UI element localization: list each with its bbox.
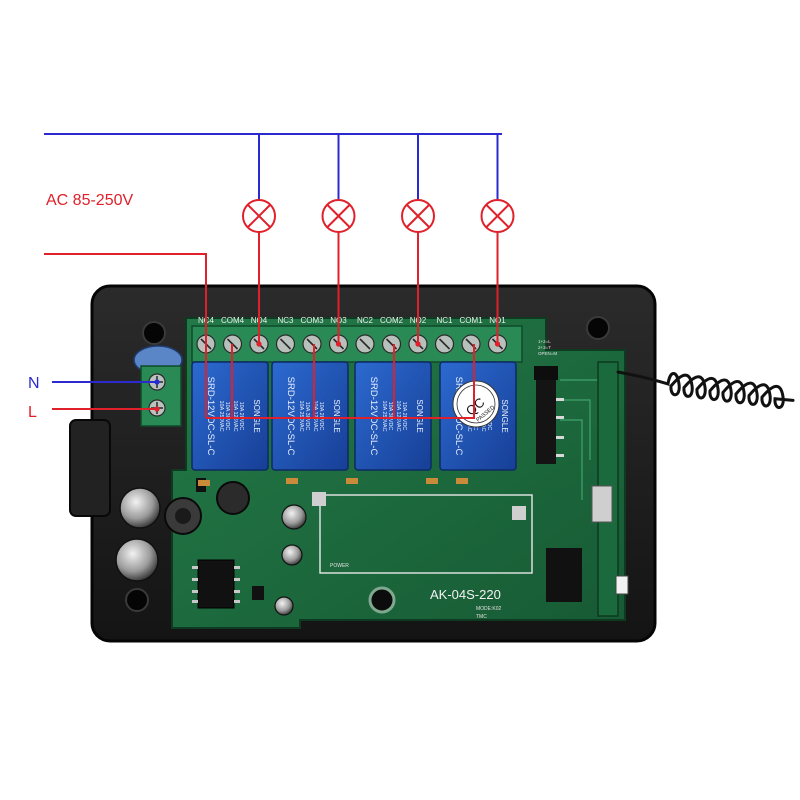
board-small-label: TMC [476, 614, 487, 620]
terminal-label: COM2 [380, 316, 404, 325]
capacitor [274, 596, 294, 616]
screw-slot [279, 338, 292, 350]
relay-rating-text: 10A 30VDC [387, 402, 393, 431]
capacitor [281, 544, 303, 566]
mcu-chip [536, 368, 556, 464]
decoder-chip [546, 548, 582, 602]
screw-slot [306, 338, 318, 350]
relay-brand-text: SONGLE [500, 399, 509, 432]
inductor [175, 508, 191, 524]
capacitor [281, 504, 307, 530]
screw-slot [359, 338, 371, 350]
lamp-icon [480, 199, 515, 233]
capacitor [119, 487, 161, 529]
relay-rating-text: 10A 250VAC [298, 400, 304, 431]
relay-brand-text: SONGLE [332, 399, 341, 432]
wire-junction [415, 341, 421, 347]
antenna-icon [616, 370, 795, 410]
wire-junction [494, 341, 501, 347]
supply-voltage-label: AC 85-250V [46, 192, 133, 209]
jumper-label: 2+3=T [538, 345, 551, 350]
terminal-label: NC2 [357, 316, 374, 325]
terminal-label: COM3 [300, 316, 324, 325]
wire-junction [335, 341, 342, 347]
relay-rating-text: 10A 250VAC [218, 400, 224, 431]
relay-rating-text: 10A 30VDC [304, 402, 310, 431]
relay-brand-text: SONGLE [252, 399, 261, 432]
jumper-label: 1+2=L [538, 339, 551, 344]
relay-model-text: SRD-12VDC-SL-C [368, 377, 379, 456]
learn-button [615, 575, 629, 595]
capacitor [115, 538, 159, 582]
terminal-block [191, 325, 523, 363]
relay-brand-text: SONGLE [415, 399, 424, 432]
qc-badge: QC PASSED [452, 380, 500, 428]
relay-rating-text: 10A 250VAC [381, 400, 387, 431]
screw-slot [438, 338, 451, 350]
terminal-label: COM1 [459, 316, 483, 325]
board-small-label: MODE:K02 [476, 606, 502, 612]
mount-hole [368, 586, 396, 614]
terminal-label: COM4 [221, 316, 245, 325]
jumper-label: OPEN=M [538, 351, 557, 356]
com-bridge-wire [231, 344, 475, 419]
relay-rating-text: 10A 30VDC [224, 402, 230, 431]
terminal-label: NC1 [436, 316, 453, 325]
power-label: POWER [330, 563, 349, 569]
wiring-overlay [44, 133, 515, 419]
relay-rating-text: 10A 28VDC [318, 402, 324, 431]
lamp-icon [401, 199, 435, 233]
relay-rating-text: 10A 28VDC [238, 402, 244, 431]
board-model-label: AK-04S-220 [430, 587, 501, 602]
terminal-label: NC3 [277, 316, 294, 325]
lamp-icon [321, 199, 356, 233]
power-section [115, 345, 468, 616]
relay-model-text: SRD-12VDC-SL-C [285, 377, 296, 456]
ic-chip [197, 559, 235, 609]
mount-hole [586, 316, 610, 340]
receiver-section [534, 361, 629, 617]
mount-hole [125, 588, 149, 612]
relay-rating-text: 10A 125VAC [395, 400, 401, 431]
live-label: L [28, 404, 37, 421]
lamp-icon [242, 199, 276, 233]
relay-rating-text: 10A 28VDC [401, 402, 407, 431]
inductor [216, 481, 250, 515]
relay-model-text: SRD-12VDC-SL-C [205, 377, 216, 456]
neutral-label: N [28, 375, 40, 392]
wire-junction [256, 341, 262, 347]
relay-rating-text: 10A 125VAC [232, 400, 238, 431]
live-feed-wire [44, 253, 207, 418]
mount-hole [142, 321, 166, 345]
